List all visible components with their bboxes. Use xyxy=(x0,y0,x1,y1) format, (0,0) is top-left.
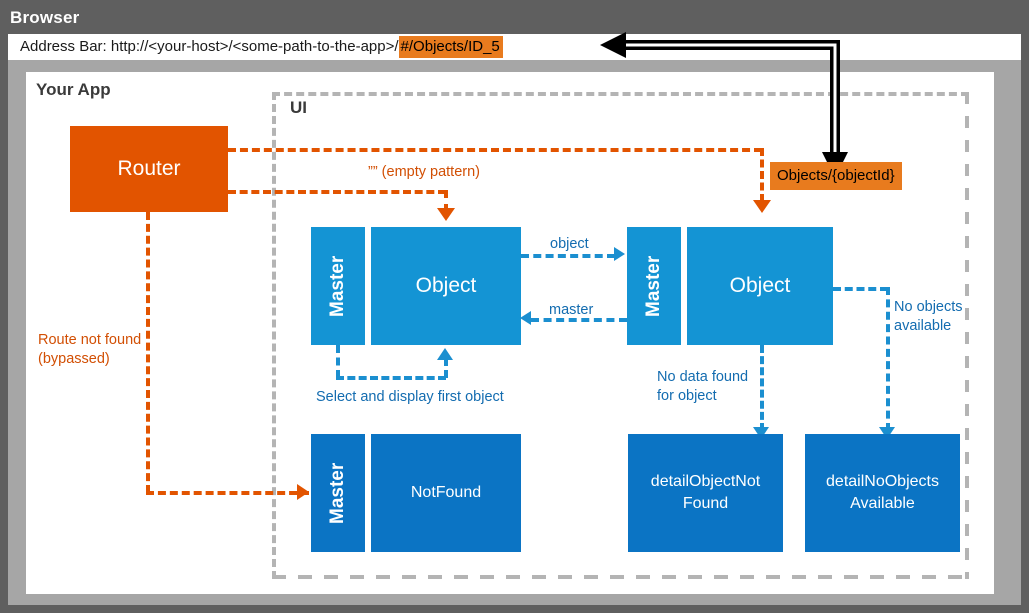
annotation-no-data-found-for-object: No data found for object xyxy=(657,369,749,404)
route-pill-object-id: Objects/{objectId} xyxy=(770,162,902,190)
node-master-left-top[interactable]: Master xyxy=(311,227,365,345)
edge-master-horizontal xyxy=(531,318,627,322)
edge-router-to-empty-vertical xyxy=(444,190,448,212)
edge-object-arrowhead xyxy=(614,247,625,261)
annotation-empty-pattern: ”” (empty pattern) xyxy=(368,164,480,180)
ui-container-border-right xyxy=(965,92,969,579)
node-not-found[interactable]: NotFound xyxy=(371,434,521,552)
node-detail-object-not-found[interactable]: detailObjectNot Found xyxy=(628,434,783,552)
edge-no-objects-horizontal xyxy=(833,287,888,291)
edge-router-to-empty-arrowhead xyxy=(437,208,455,221)
annotation-select-first-object: Select and display first object xyxy=(316,389,504,405)
address-bar-hash-highlight: #/Objects/ID_5 xyxy=(398,36,503,58)
edge-router-to-objectid-horizontal xyxy=(228,148,762,152)
edge-select-first-horizontal xyxy=(336,376,446,380)
annotation-route-not-found: Route not found (bypassed) xyxy=(38,332,142,367)
node-master-right-top[interactable]: Master xyxy=(627,227,681,345)
app-title: Your App xyxy=(36,80,111,99)
annotation-no-objects-available: No objects available xyxy=(894,299,963,334)
edge-select-first-vertical-b xyxy=(444,358,448,378)
edge-master-arrowhead xyxy=(520,311,531,325)
annotation-edge-object: object xyxy=(550,236,589,252)
node-router[interactable]: Router xyxy=(70,126,228,212)
ui-container-border-bottom xyxy=(272,575,969,579)
node-object-left[interactable]: Object xyxy=(371,227,521,345)
edge-no-objects-vertical xyxy=(886,287,890,431)
edge-select-first-arrowhead xyxy=(437,348,453,360)
edge-object-horizontal xyxy=(521,254,615,258)
edge-router-bypass-horizontal xyxy=(146,491,309,495)
address-bar[interactable]: Address Bar: http://<your-host>/<some-pa… xyxy=(8,34,1021,60)
edge-router-to-objectid-vertical xyxy=(760,148,764,202)
edge-select-first-vertical-a xyxy=(336,345,340,378)
edge-no-data-vertical xyxy=(760,345,764,431)
annotation-edge-master: master xyxy=(549,302,594,318)
address-bar-prefix: Address Bar: http://<your-host>/<some-pa… xyxy=(20,38,399,55)
node-master-bottom[interactable]: Master xyxy=(311,434,365,552)
browser-title: Browser xyxy=(10,8,80,27)
edge-router-bypass-arrowhead xyxy=(297,484,309,500)
node-object-right[interactable]: Object xyxy=(687,227,833,345)
edge-router-to-objectid-arrowhead xyxy=(753,200,771,213)
ui-container-label: UI xyxy=(286,98,311,118)
node-detail-no-objects-available[interactable]: detailNoObjects Available xyxy=(805,434,960,552)
edge-router-to-empty-horizontal xyxy=(228,190,446,194)
edge-router-bypass-vertical xyxy=(146,212,150,493)
